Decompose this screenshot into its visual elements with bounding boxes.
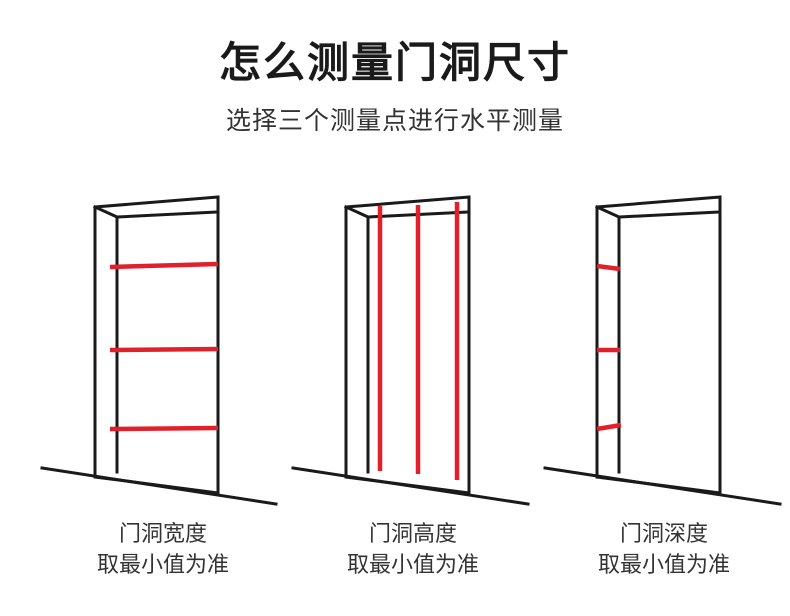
- caption-width-note: 取最小值为准: [96, 553, 229, 578]
- caption-height: 门洞高度 取最小值为准: [298, 519, 528, 581]
- caption-depth-note: 取最小值为准: [597, 553, 730, 578]
- caption-depth-title: 门洞深度: [619, 522, 708, 547]
- width-measure-line-bottom: [109, 425, 219, 432]
- width-measure-line-top: [109, 261, 219, 270]
- caption-width: 门洞宽度 取最小值为准: [48, 519, 278, 581]
- page-subtitle: 选择三个测量点进行水平测量: [225, 106, 564, 135]
- door-frame-depth: [543, 195, 782, 506]
- depth-measure-line-bottom: [596, 422, 622, 432]
- caption-height-title: 门洞高度: [368, 522, 457, 547]
- caption-depth: 门洞深度 取最小值为准: [549, 519, 779, 581]
- door-frame-height: [291, 195, 530, 506]
- caption-height-note: 取最小值为准: [346, 553, 479, 578]
- width-measure-line-middle: [109, 346, 219, 353]
- depth-measure-line-top: [596, 263, 621, 272]
- caption-width-title: 门洞宽度: [118, 522, 207, 547]
- door-frame-width: [40, 195, 278, 506]
- page-title: 怎么测量门洞尺寸: [218, 38, 571, 87]
